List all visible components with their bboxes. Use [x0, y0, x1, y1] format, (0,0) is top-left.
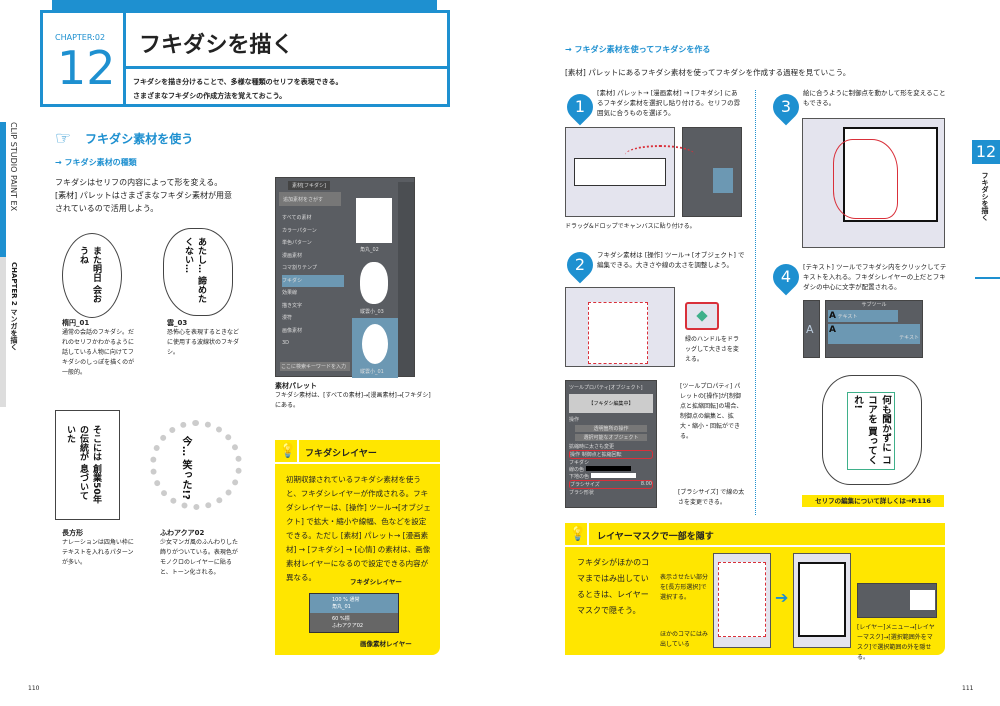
- layer-list: 100 % 通常角丸_01 60 %標ふわアクア02: [309, 593, 399, 633]
- tip-box-layer-mask: 💡 レイヤーマスクで一部を隠す フキダシがほかのコマまではみ出しているときは、レ…: [565, 523, 945, 661]
- note: [ツールプロパティ] パレットの[操作]が[制御点と拡縮回転]の場合、制御点の編…: [680, 383, 743, 440]
- page-number-right: 111: [962, 685, 974, 692]
- side-tab-title: フキダシを描く: [981, 172, 989, 221]
- step-1-canvas: [565, 127, 675, 217]
- intro-text: [素材] パレットにあるフキダシ素材を使ってフキダシを作成する過程を見ていこう。: [565, 68, 851, 77]
- step-text: フキダシ素材は [操作] ツール→ [オブジェクト] で編集できる。大きさや線の…: [597, 251, 745, 269]
- step-caption: ドラッグ&ドロップでキャンバスに貼り付ける。: [565, 223, 696, 230]
- side-tab-number: 12: [972, 140, 1000, 164]
- tip-box-fukidashi-layer: 💡 フキダシレイヤー 初期収録されているフキダシ素材を使うと、フキダシレイヤーが…: [275, 440, 440, 655]
- text-tool-icon[interactable]: A: [806, 323, 814, 336]
- handle-zoom: [685, 302, 719, 330]
- column-divider: [755, 90, 756, 515]
- drag-arrow: [625, 145, 695, 165]
- tip-body: フキダシがほかのコマまではみ出しているときは、レイヤーマスクで隠そう。: [577, 558, 650, 615]
- callout-label: フキダシレイヤー: [350, 578, 402, 586]
- page-number-left: 110: [28, 685, 40, 692]
- tool-property-palette: ツールプロパティ[オブジェクト] 【フキダシ編集中】 操作 透明箇所の操作 選択…: [565, 380, 657, 508]
- side-product: CLIP STUDIO PAINT EX: [9, 122, 18, 212]
- bubble-caption: 長方形ナレーションは四角い枠にテキストを入れるパターンが多い。: [62, 529, 134, 566]
- subtool-item[interactable]: A テキスト: [828, 310, 898, 322]
- step-4-badge: 4: [767, 258, 805, 296]
- bubble-oval: また明日 会おうね: [62, 233, 122, 318]
- bubble-burst: 何も聞かずに ココアを 買ってくれ!: [822, 375, 922, 485]
- step-1-palette: [682, 127, 742, 217]
- note: [ブラシサイズ] で線の太さを変更できる。: [678, 489, 745, 506]
- step-text: [テキスト] ツールでフキダシ内をクリックしてテキストを入れる。フキダシレイヤー…: [803, 263, 947, 291]
- subheading: → フキダシ素材を使ってフキダシを作る: [565, 45, 711, 54]
- note: 緑のハンドルをドラッグして大きさを変える。: [685, 336, 740, 363]
- tip-title: フキダシレイヤー: [305, 449, 377, 459]
- note: ほかのコマにはみ出している: [660, 631, 709, 648]
- side-tab-active: [0, 122, 6, 257]
- tip-title: レイヤーマスクで一部を隠す: [597, 532, 714, 542]
- subheading: → フキダシ素材の種類: [55, 158, 137, 167]
- lead-text: フキダシを描き分けることで、多様な種類のセリフを表現できる。さまざまなフキダシの…: [133, 78, 343, 100]
- side-chapter: CHAPTER 2 マンガを描く: [10, 262, 18, 351]
- bubble-cloud: あたし… 諦めたくない…: [163, 228, 233, 316]
- palette-caption: 素材パレットフキダシ素材は、[すべての素材]→[漫画素材]→[フキダシ]にある。: [275, 382, 431, 409]
- toolbar: A: [803, 300, 820, 358]
- step-text: [素材] パレット→ [漫画素材] → [フキダシ] にあるフキダシ素材を選択し…: [597, 89, 741, 117]
- page-title: フキダシを描く: [139, 33, 294, 58]
- lightbulb-icon: 💡: [279, 443, 297, 459]
- material-palette-screenshot: 素材[フキダシ] 追加素材をさがす すべての素材カラーパターン単色パターン漫画素…: [275, 177, 415, 378]
- step-1-badge: 1: [561, 88, 599, 126]
- keyword-search-input[interactable]: ここに検索キーワードを入力: [280, 362, 350, 371]
- step-3-canvas: [802, 118, 945, 248]
- step-2-canvas: [565, 287, 675, 367]
- bubble-rect: そこには 創業50年の伝統が 息づいていた: [55, 410, 120, 520]
- chapter-header: CHAPTER:02 12 フキダシを描く フキダシを描き分けることで、多様な種…: [40, 10, 450, 107]
- pointing-hand-icon: ☞: [55, 128, 72, 149]
- chapter-label: CHAPTER:02: [55, 33, 106, 42]
- tip-body: 初期収録されているフキダシ素材を使うと、フキダシレイヤーが作成される。フキダシレ…: [286, 475, 431, 582]
- palette-tree: すべての素材カラーパターン単色パターン漫画素材コマ割りテンプフキダシ効果線描き文…: [282, 212, 344, 350]
- layer-menu-screenshot: [857, 583, 937, 618]
- header-bar: [52, 0, 437, 10]
- callout-label: 画像素材レイヤー: [360, 640, 412, 648]
- step-3-badge: 3: [767, 88, 805, 126]
- lightbulb-icon: 💡: [569, 526, 587, 542]
- page-reference-link[interactable]: セリフの編集について詳しくは→P.116: [802, 495, 944, 507]
- section-body: フキダシはセリフの内容によって形を変える。[素材] パレットはさまざまなフキダシ…: [55, 178, 232, 213]
- note: [レイヤー]メニュー→[レイヤーマスク]→[選択範囲外をマスク]で選択範囲の外を…: [857, 624, 935, 661]
- chapter-number: 12: [57, 41, 116, 95]
- arrow-right-icon: ➔: [775, 588, 789, 607]
- bubble-fuwa: 今… 笑った!?: [150, 420, 242, 510]
- step-text: 絵に合うように制御点を動かして形を変えることもできる。: [803, 89, 946, 107]
- palette-tab[interactable]: 素材[フキダシ]: [288, 181, 331, 190]
- section-title: フキダシ素材を使う: [85, 132, 194, 146]
- search-more-button[interactable]: 追加素材をさがす: [279, 192, 341, 206]
- note: 表示させたい部分を[長方形選択]で選択する。: [660, 574, 709, 601]
- mask-after: [793, 553, 851, 648]
- mask-before: [713, 553, 771, 648]
- step-2-badge: 2: [561, 246, 599, 284]
